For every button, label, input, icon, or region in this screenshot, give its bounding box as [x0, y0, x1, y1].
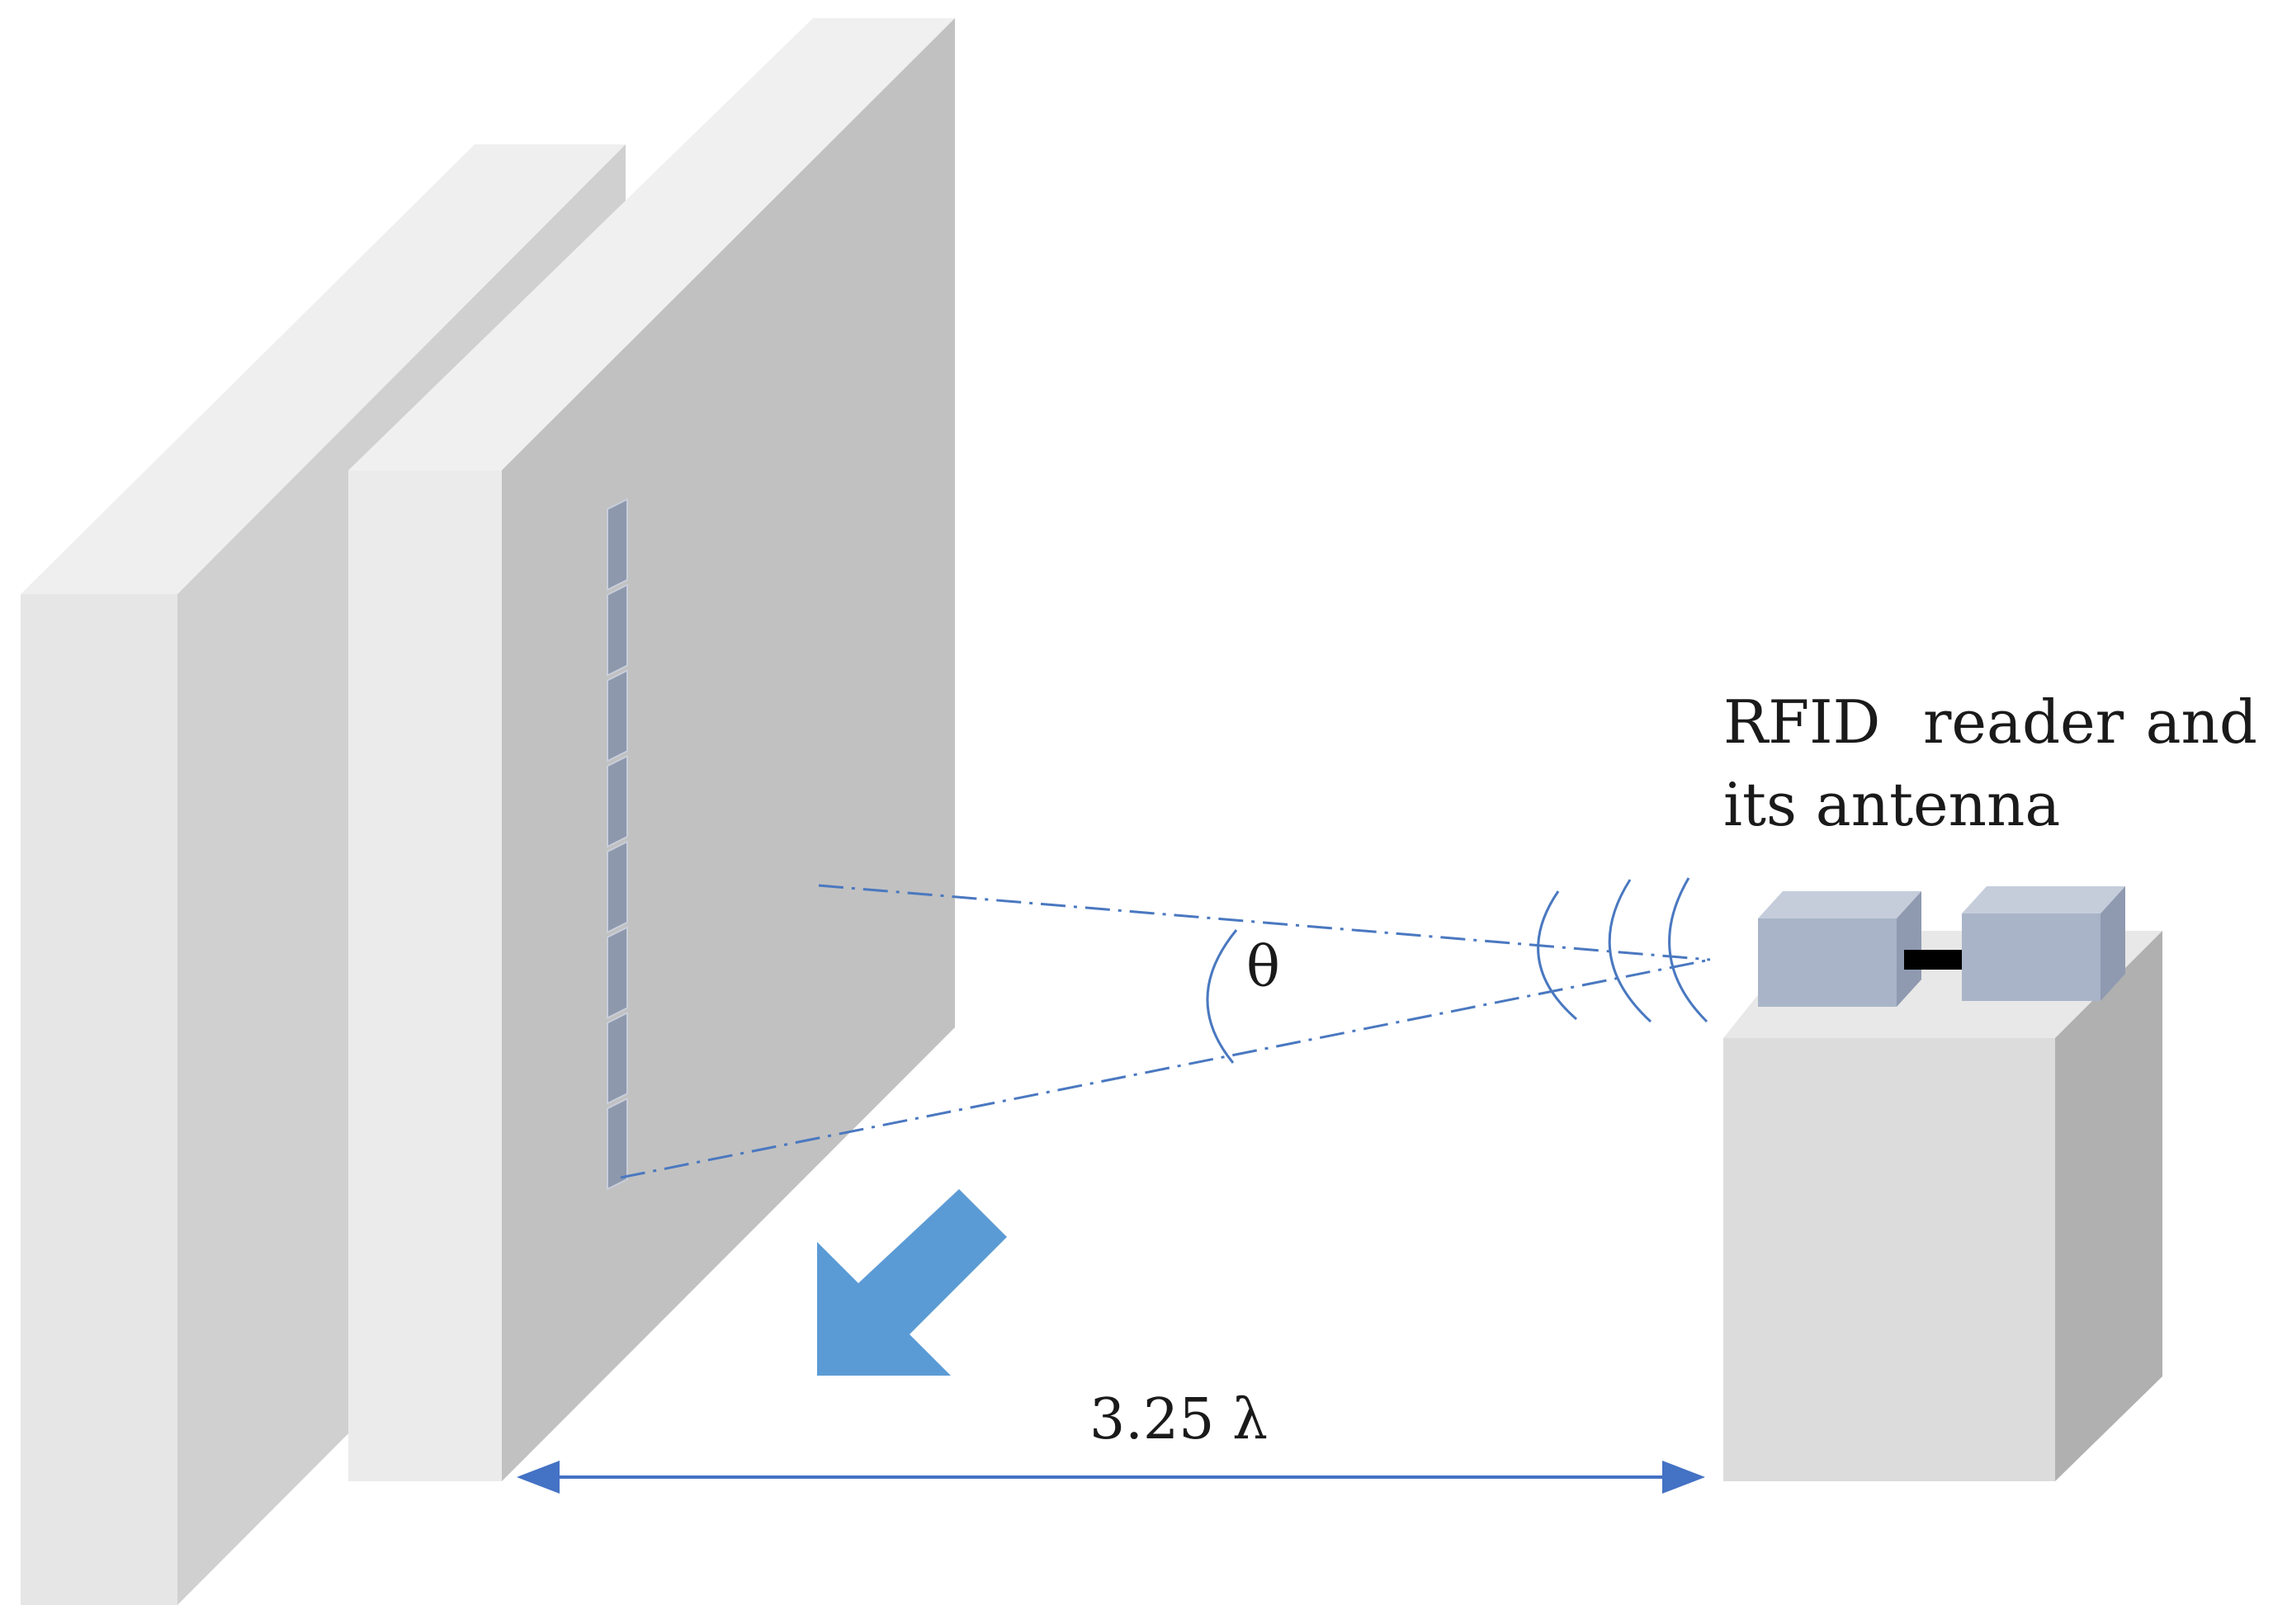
- antenna-right-front: [1962, 914, 2101, 1001]
- antenna-left-front: [1758, 918, 1897, 1007]
- antenna-left-top: [1758, 891, 1921, 918]
- antenna-connector: [1904, 950, 1962, 970]
- reader-label: RFID reader and its antenna: [1723, 687, 2257, 839]
- tag-array: [607, 498, 628, 1191]
- wave-arc-1: [1537, 890, 1577, 1021]
- angle-label: θ: [1246, 935, 1280, 1000]
- tag-segment: [607, 498, 628, 592]
- antenna-right: [1962, 886, 2125, 1001]
- tag-segment: [607, 1097, 628, 1191]
- antenna-left: [1758, 891, 1921, 1007]
- antenna-right-side: [2101, 886, 2125, 1001]
- beam-lines: [620, 884, 1711, 1179]
- reader-box-front: [1723, 1038, 2055, 1481]
- antenna-left-side: [1897, 891, 1921, 1007]
- reader-box: [1723, 931, 2162, 1481]
- tag-segment: [607, 754, 628, 848]
- reader-label-word-2: reader: [1923, 687, 2124, 757]
- back-wall-front: [21, 594, 177, 1605]
- wave-arc-3: [1668, 877, 1708, 1023]
- tag-segment: [607, 583, 628, 677]
- distance-arrowhead-right: [1662, 1461, 1705, 1494]
- radiation-waves: [1537, 877, 1708, 1023]
- tag-segment: [607, 840, 628, 934]
- tag-segment: [607, 668, 628, 762]
- tag-segment: [607, 1011, 628, 1105]
- front-wall-top: [348, 18, 955, 470]
- reader-label-line-2: its antenna: [1723, 770, 2060, 839]
- angle-arc: [1206, 929, 1238, 1064]
- reader-label-word-3: and: [2146, 687, 2257, 757]
- back-wall-top: [21, 144, 626, 594]
- reader-label-word-1: RFID: [1723, 687, 1880, 757]
- distance-label: 3.25 λ: [1089, 1387, 1268, 1452]
- reader-box-side: [2055, 931, 2162, 1481]
- front-wall-front: [348, 470, 502, 1481]
- tag-segment: [607, 926, 628, 1020]
- antenna-right-top: [1962, 886, 2125, 914]
- beam-line-lower: [620, 958, 1711, 1179]
- wave-arc-2: [1608, 879, 1652, 1023]
- distance-dimension: [517, 1461, 1705, 1494]
- beam-line-upper: [818, 884, 1711, 961]
- movement-arrow: [817, 1189, 1007, 1376]
- distance-arrowhead-left: [517, 1461, 560, 1494]
